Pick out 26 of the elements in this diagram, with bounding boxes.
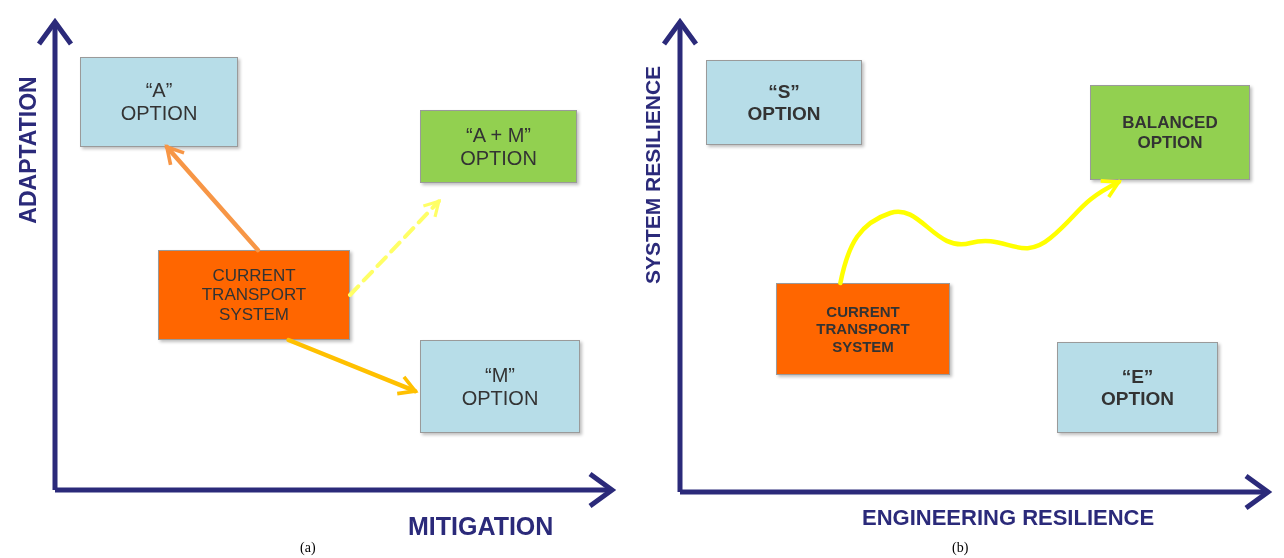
- axis-title: SYSTEM RESILIENCE: [641, 65, 665, 285]
- option-box: [776, 283, 950, 375]
- box-label: CURRENT TRANSPORT SYSTEM: [200, 265, 308, 325]
- arrow: [286, 337, 418, 396]
- option-box: [1057, 342, 1218, 433]
- option-box: [80, 57, 238, 147]
- option-box: [420, 110, 577, 183]
- box-label: “M” OPTION: [460, 363, 540, 410]
- box-label: “A” OPTION: [119, 79, 199, 125]
- panel-label: (b): [952, 540, 969, 556]
- panel-label: (a): [300, 540, 316, 556]
- arrow: [838, 179, 1122, 286]
- option-box: [420, 340, 580, 433]
- option-box: [158, 250, 350, 340]
- box-label: “E” OPTION: [1100, 365, 1175, 410]
- option-box: [1090, 85, 1250, 180]
- box-label: BALANCED OPTION: [1121, 112, 1219, 153]
- box-label: “A + M” OPTION: [459, 123, 538, 170]
- axis-title: MITIGATION: [408, 512, 554, 541]
- arrow: [164, 144, 261, 253]
- arrow: [348, 199, 441, 297]
- axis-title: ADAPTATION: [14, 76, 42, 224]
- box-label: CURRENT TRANSPORT SYSTEM: [815, 303, 911, 355]
- box-label: “S” OPTION: [746, 80, 822, 125]
- axis-title: ENGINEERING RESILIENCE: [862, 505, 1155, 531]
- option-box: [706, 60, 862, 145]
